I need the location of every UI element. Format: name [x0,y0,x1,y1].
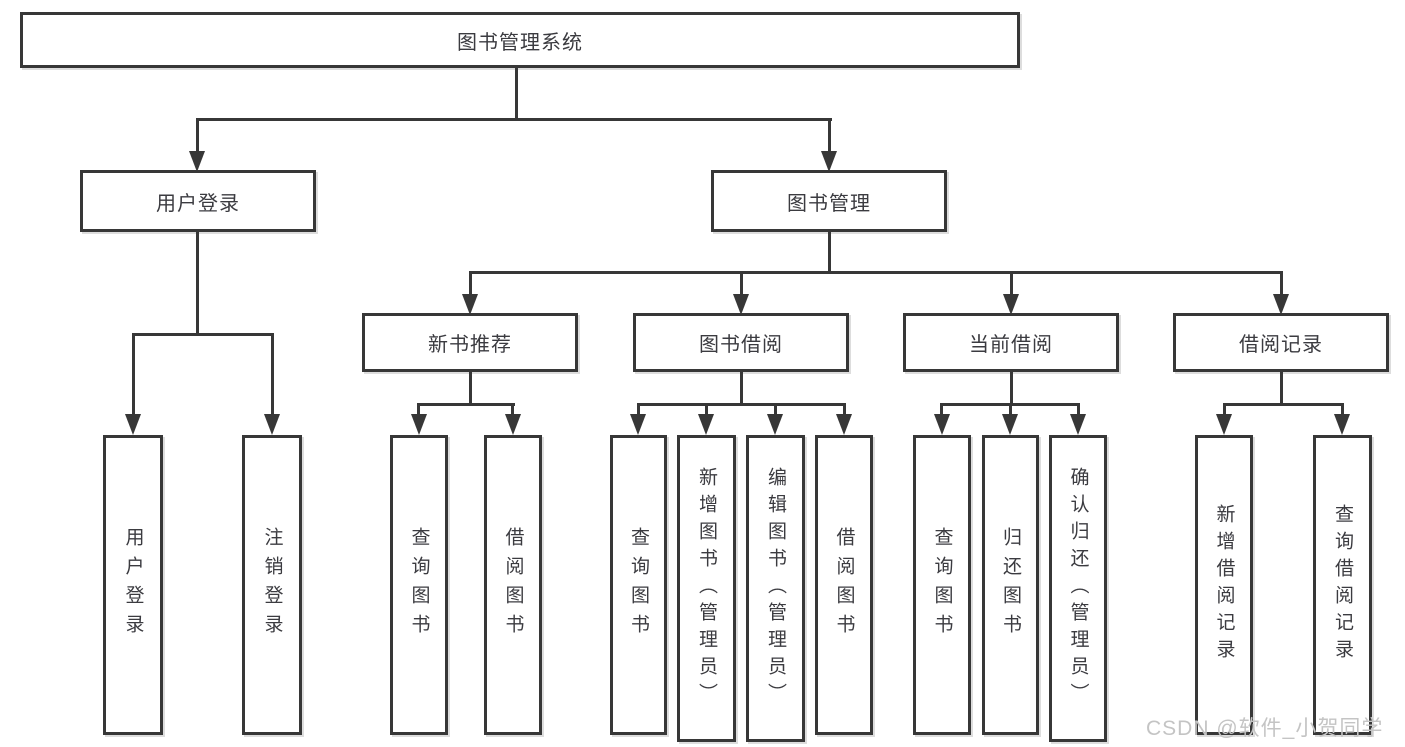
arrow-down [767,414,783,435]
leaf-query-borrow-record: 查询借阅记录 [1313,435,1372,735]
node-label: 确认归还（管理员） [1067,467,1089,710]
node-label: 新增借阅记录 [1213,504,1235,666]
connector-vline [1280,271,1283,295]
branch-book-management: 图书管理 [711,170,947,232]
node-library-management-system: 图书管理系统 [20,12,1020,68]
csdn-watermark: CSDN @软件_小贺同学 [1146,717,1384,740]
connector-hline [196,118,832,121]
connector-vline [774,403,777,417]
group-current-borrowing: 当前借阅 [903,313,1119,372]
connector-vline [1010,271,1013,295]
node-label: 用户登录 [156,192,240,215]
arrow-down [1002,414,1018,435]
arrow-down [1003,294,1019,315]
connector-hline [469,271,1283,274]
arrow-down [821,151,837,172]
connector-vline [469,372,472,406]
arrow-down [733,294,749,315]
arrow-down [1334,414,1350,435]
arrow-down [505,414,521,435]
node-label: 注销登录 [261,527,283,643]
node-label: 借阅图书 [502,527,524,643]
group-new-book-recommendation: 新书推荐 [362,313,578,372]
arrow-down [1070,414,1086,435]
node-label: 新书推荐 [428,334,512,356]
leaf-add-borrow-record: 新增借阅记录 [1195,435,1253,735]
leaf-logout: 注销登录 [242,435,302,735]
node-label: 图书借阅 [699,334,783,356]
connector-vline [828,118,831,154]
arrow-down [462,294,478,315]
arrow-down [698,414,714,435]
arrow-down [264,414,280,435]
node-label: 借阅图书 [833,527,855,643]
node-label: 借阅记录 [1239,334,1323,356]
connector-vline [940,403,943,417]
leaf-query-books: 查询图书 [913,435,971,735]
connector-vline [1223,403,1226,417]
leaf-edit-book-admin: 编辑图书（管理员） [746,435,805,742]
group-borrowing-records: 借阅记录 [1173,313,1389,372]
connector-vline [740,372,743,406]
connector-vline [1341,403,1344,417]
connector-vline [1009,403,1012,417]
group-book-borrowing: 图书借阅 [633,313,849,372]
node-label: 查询图书 [408,527,430,643]
node-label: 编辑图书（管理员） [765,467,786,710]
leaf-user-login: 用户登录 [103,435,163,735]
arrow-down [125,414,141,435]
branch-user-login: 用户登录 [80,170,316,232]
node-label: 新增图书（管理员） [696,467,717,710]
node-label: 当前借阅 [969,334,1053,356]
arrow-down [411,414,427,435]
connector-vline [417,403,420,417]
leaf-borrow-books: 借阅图书 [484,435,542,735]
leaf-query-books: 查询图书 [390,435,448,735]
connector-vline [515,68,518,120]
connector-vline [740,271,743,295]
connector-hline [1223,403,1344,406]
arrow-down [630,414,646,435]
connector-vline [1077,403,1080,417]
connector-hline [637,403,846,406]
leaf-borrow-books: 借阅图书 [815,435,873,735]
connector-vline [705,403,708,417]
connector-vline [828,232,831,273]
node-label: 用户登录 [122,527,144,643]
leaf-query-books: 查询图书 [610,435,667,735]
connector-hline [132,333,274,336]
node-label: 查询图书 [931,527,953,643]
arrow-down [189,151,205,172]
connector-vline [132,333,135,415]
arrow-down [1216,414,1232,435]
connector-vline [843,403,846,417]
arrow-down [836,414,852,435]
connector-vline [637,403,640,417]
connector-vline [511,403,514,417]
node-label: 归还图书 [1000,527,1021,643]
connector-vline [196,232,199,336]
node-label: 图书管理系统 [457,31,583,54]
node-label: 图书管理 [787,192,871,215]
leaf-add-book-admin: 新增图书（管理员） [677,435,736,742]
connector-vline [1280,372,1283,406]
node-label: 查询图书 [628,527,649,643]
leaf-return-books: 归还图书 [982,435,1039,735]
connector-vline [271,333,274,415]
connector-vline [196,118,199,154]
node-label: 查询借阅记录 [1332,504,1353,666]
arrow-down [934,414,950,435]
connector-hline [417,403,515,406]
connector-vline [469,271,472,295]
leaf-confirm-return-admin: 确认归还（管理员） [1049,435,1107,742]
arrow-down [1273,294,1289,315]
connector-vline [1010,372,1013,406]
